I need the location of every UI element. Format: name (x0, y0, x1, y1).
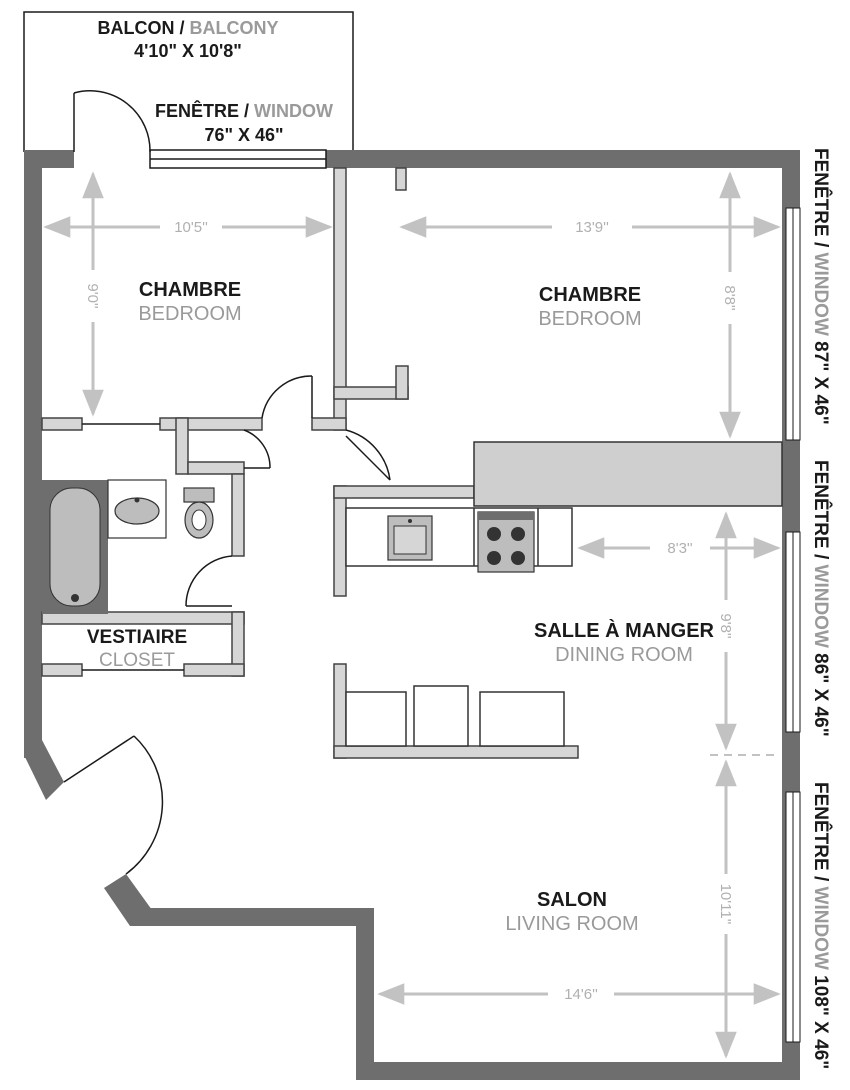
side-window-2-label: FENÊTRE / WINDOW 86" X 46" (810, 460, 832, 737)
room-living-fr: SALON (537, 889, 607, 911)
dim-bed2-depth: 8'8'' (721, 285, 738, 310)
doors (63, 90, 391, 875)
dim-dining-depth: 9'8'' (717, 613, 734, 638)
room-closet-en: CLOSET (99, 650, 175, 671)
room-dining-en: DINING ROOM (555, 644, 693, 666)
dim-dining-width: 8'3'' (667, 540, 692, 557)
dining-cabinets (345, 685, 565, 747)
dim-living-width: 14'6'' (564, 986, 598, 1003)
interior-walls (41, 167, 579, 759)
dim-living-depth: 10'11'' (717, 884, 734, 925)
dim-bed1-depth: 9'0'' (84, 283, 101, 308)
dimension-lines (43, 171, 781, 1059)
room-bedroom1-en: BEDROOM (138, 303, 241, 325)
top-window-size: 76" X 46" (204, 125, 283, 145)
room-closet-fr: VESTIAIRE (87, 627, 187, 648)
dim-bed1-width: 10'5'' (174, 219, 208, 236)
room-bedroom2-fr: CHAMBRE (539, 284, 641, 306)
stove-icon (477, 511, 535, 573)
balcony-outline (23, 11, 354, 152)
room-living-en: LIVING ROOM (505, 913, 638, 935)
kitchen-sink-icon (387, 515, 433, 561)
room-bedroom1-fr: CHAMBRE (139, 279, 241, 301)
bathtub-icon (42, 480, 108, 614)
side-window-1 (785, 207, 801, 441)
side-window-1-label: FENÊTRE / WINDOW 87" X 46" (810, 148, 832, 425)
toilet-icon (183, 487, 215, 539)
balcony-size: 4'10" X 10'8" (134, 41, 242, 61)
room-bedroom2-en: BEDROOM (538, 308, 641, 330)
side-window-2 (785, 531, 801, 733)
top-window (149, 149, 327, 169)
side-window-3 (785, 791, 801, 1043)
room-dining-fr: SALLE À MANGER (534, 619, 715, 642)
closet-doors (82, 423, 184, 671)
dim-bed2-width: 13'9'' (575, 219, 609, 236)
balcony-label: BALCON / BALCONY (97, 18, 278, 38)
side-window-3-label: FENÊTRE / WINDOW 108" X 46" (810, 782, 832, 1069)
top-window-label: FENÊTRE / WINDOW (155, 100, 333, 121)
sink-icon (107, 479, 167, 539)
